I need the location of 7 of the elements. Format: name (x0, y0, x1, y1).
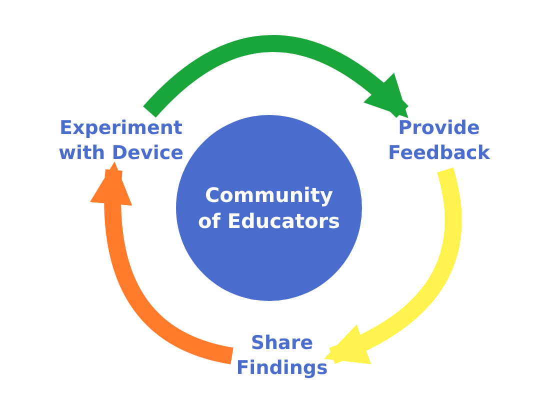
curved-arrow (91, 162, 234, 364)
center-label: Community of Educators (196, 182, 342, 234)
curved-arrow (324, 168, 462, 364)
step-label: Experiment with Device (58, 116, 184, 166)
step-label: Share Findings (235, 331, 329, 381)
curved-arrow (143, 35, 409, 118)
step-label: Provide Feedback (387, 116, 492, 166)
